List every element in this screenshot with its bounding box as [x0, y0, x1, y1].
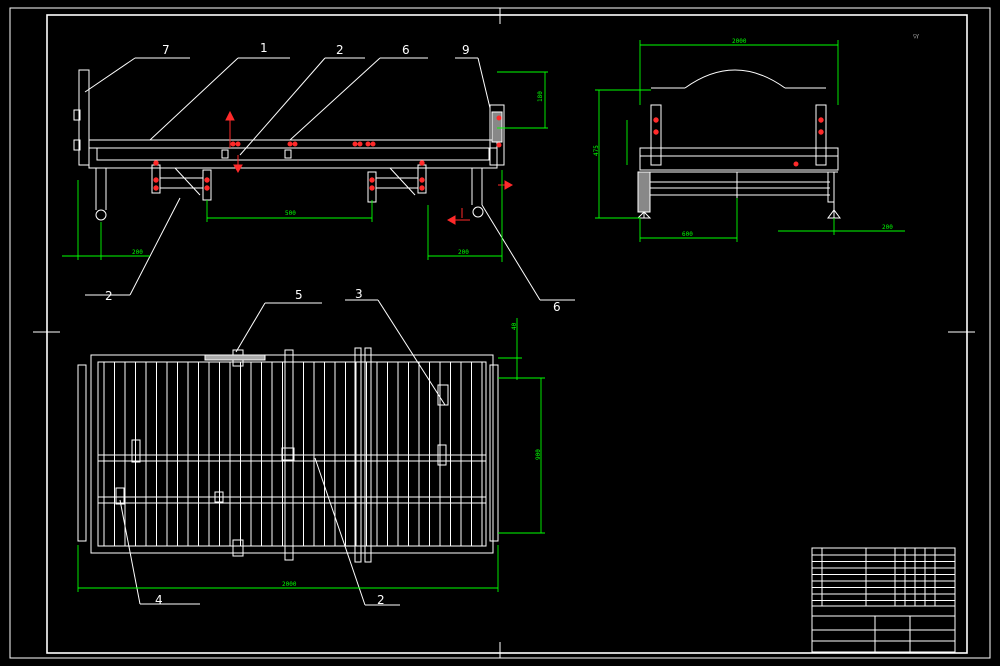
plan-dimensions	[77, 318, 545, 592]
dim-side-height: 475	[593, 145, 600, 156]
dim-front-left: 200	[132, 249, 143, 256]
leader-6-top: 6	[402, 43, 410, 57]
side-view	[636, 69, 841, 219]
plan-view	[77, 347, 499, 563]
leader-2-top: 2	[336, 43, 344, 57]
center-marks	[33, 8, 975, 658]
leader-9: 9	[462, 43, 470, 57]
leader-2-lower: 2	[105, 289, 113, 303]
dim-front-height: 180	[537, 91, 544, 102]
dim-plan-length: 2000	[282, 581, 297, 588]
title-block	[811, 547, 956, 653]
dim-plan-small: 40	[511, 322, 518, 330]
leader-5: 5	[295, 288, 303, 302]
front-leaders	[84, 57, 575, 301]
leader-3: 3	[355, 287, 363, 301]
leader-4: 4	[155, 593, 163, 607]
surface-symbol: ▽/	[913, 34, 919, 40]
inner-frame	[46, 14, 968, 654]
leader-1: 1	[260, 41, 268, 55]
dim-side-top: 2000	[732, 38, 747, 45]
front-view	[73, 69, 514, 225]
dim-side-right: 200	[882, 224, 893, 231]
leader-6-lower: 6	[553, 300, 561, 314]
leader-7: 7	[162, 43, 170, 57]
plan-leaders	[119, 299, 446, 606]
side-dimensions	[595, 40, 905, 242]
front-dimensions	[62, 71, 548, 262]
dim-front-right: 200	[458, 249, 469, 256]
leader-2-plan: 2	[377, 593, 385, 607]
dim-plan-width: 900	[535, 449, 542, 460]
dim-front-mid: 500	[285, 210, 296, 217]
dim-side-bottom: 600	[682, 231, 693, 238]
